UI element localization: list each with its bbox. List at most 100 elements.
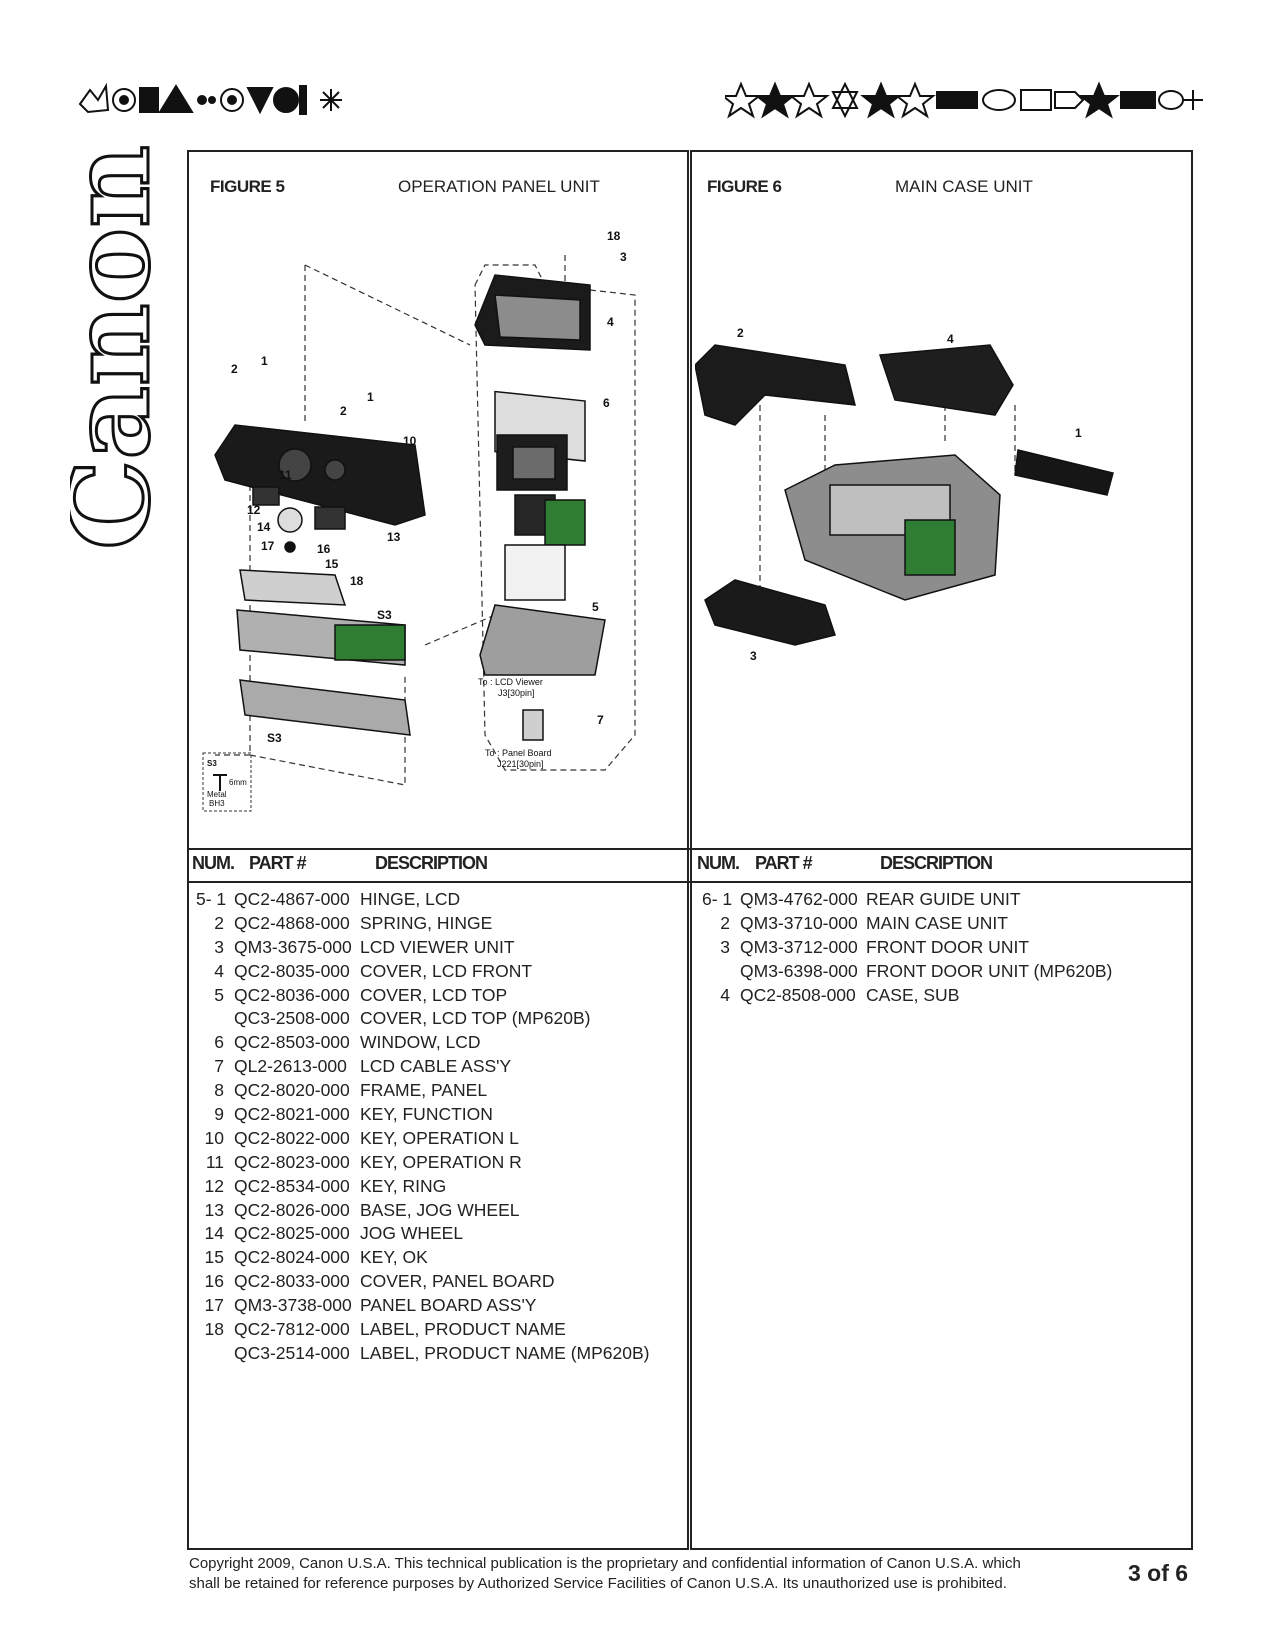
canon-logo-text: Canon (70, 145, 170, 550)
lcd-viewer-connector-note: J3[30pin] (498, 688, 535, 698)
part-number-index: 10 (204, 1127, 224, 1148)
canon-logo: Canon (70, 144, 170, 552)
part-number: QC2-8036-000 (234, 984, 350, 1005)
num-column-header: NUM. (697, 853, 740, 873)
part-description: COVER, LCD FRONT (360, 960, 533, 981)
part-number: QC2-8026-000 (234, 1199, 350, 1220)
description-column-header: DESCRIPTION (375, 853, 488, 873)
part-number: QC2-8022-000 (234, 1127, 350, 1148)
part-number: QC3-2514-000 (234, 1342, 350, 1363)
part-description: CASE, SUB (866, 984, 960, 1005)
table-row: 2 QC2-4868-000 SPRING, HINGE (196, 912, 649, 936)
main-case-exploded-diagram: 2 4 1 3 (695, 326, 1114, 663)
screw-size: 6mm (229, 778, 247, 787)
callout: 3 (620, 250, 627, 264)
callout: 10 (403, 434, 417, 448)
part-number: QL2-2613-000 (234, 1056, 347, 1077)
callout: 17 (261, 539, 275, 553)
part-description: LABEL, PRODUCT NAME (MP620B) (360, 1342, 650, 1363)
part-number-index: 9 (214, 1104, 224, 1125)
part-description: LCD VIEWER UNIT (360, 936, 515, 957)
part-number: QM3-4762-000 (740, 889, 858, 909)
callout: 3 (750, 649, 757, 663)
part-number: QC2-8033-000 (234, 1271, 350, 1292)
callout: S3 (267, 731, 282, 745)
copyright-line-1: Copyright 2009, Canon U.S.A. This techni… (189, 1555, 1021, 1572)
part-description: KEY, OPERATION L (360, 1127, 519, 1148)
part-number-index: 16 (204, 1271, 224, 1292)
part-number: QC2-8024-000 (234, 1247, 350, 1268)
part-description: COVER, PANEL BOARD (360, 1271, 555, 1292)
part-description: BASE, JOG WHEEL (360, 1199, 520, 1220)
callout: 2 (340, 404, 347, 418)
part-description: KEY, OPERATION R (360, 1151, 522, 1172)
callout: 16 (317, 542, 331, 556)
part-description: FRAME, PANEL (360, 1080, 488, 1101)
part-number: QC2-8025-000 (234, 1223, 350, 1244)
part-number-index: 6 (214, 1032, 224, 1053)
part-description: FRONT DOOR UNIT (866, 936, 1030, 957)
part-number-index: 12 (204, 1175, 224, 1196)
figure6-title: MAIN CASE UNIT (895, 177, 1033, 196)
screw-material: Metal (207, 790, 227, 799)
part-description: WINDOW, LCD (360, 1032, 481, 1053)
figure5-label: FIGURE 5 (210, 177, 285, 196)
part-description: SPRING, HINGE (360, 912, 493, 933)
callout: 14 (257, 520, 271, 534)
part-description: JOG WHEEL (360, 1223, 464, 1244)
page-number: 3 of 6 (1128, 1560, 1189, 1586)
part-number: QC2-8021-000 (234, 1104, 350, 1125)
callout: 15 (325, 557, 339, 571)
part-number: QC2-7812-000 (234, 1319, 350, 1340)
callout: 1 (367, 390, 374, 404)
part-number-index: 2 (214, 912, 224, 933)
part-number: QC2-8023-000 (234, 1151, 350, 1172)
part-number: QM3-6398-000 (740, 960, 858, 981)
panel-board-connector-note: J221[30pin] (497, 759, 544, 769)
part-number-index: 15 (204, 1247, 224, 1268)
part-number-index: 14 (204, 1223, 224, 1244)
table-row: QM3-6398-000 FRONT DOOR UNIT (MP620B) (702, 960, 1112, 984)
table-row: 10 QC2-8022-000 KEY, OPERATION L (196, 1127, 649, 1151)
part-description: KEY, FUNCTION (360, 1104, 493, 1125)
decorative-dingbat-row-icon (725, 81, 1203, 119)
screw-legend: S3 6mm Metal BH3 (202, 752, 252, 812)
callout: 18 (607, 229, 621, 243)
part-number: QC2-8508-000 (740, 984, 856, 1005)
part-description: KEY, RING (360, 1175, 447, 1196)
part-number-index (196, 1007, 234, 1031)
part-description: MAIN CASE UNIT (866, 912, 1008, 933)
part-description: KEY, OK (360, 1247, 428, 1268)
part-number: QM3-3738-000 (234, 1295, 352, 1316)
table-row: 16 QC2-8033-000 COVER, PANEL BOARD (196, 1270, 649, 1294)
callout: 7 (597, 713, 604, 727)
table-row: 6 QC2-8503-000 WINDOW, LCD (196, 1031, 649, 1055)
lcd-viewer-note: To : LCD Viewer (478, 677, 543, 687)
part-number: QC2-8035-000 (234, 960, 350, 981)
part-number: QC3-2508-000 (234, 1008, 350, 1029)
table-row: QC3-2514-000 LABEL, PRODUCT NAME (MP620B) (196, 1342, 649, 1366)
part-number: QC2-4868-000 (234, 912, 350, 933)
part-description: FRONT DOOR UNIT (MP620B) (866, 960, 1113, 981)
part-number-index (196, 1342, 234, 1366)
callout: S3 (377, 608, 392, 622)
column-divider (687, 150, 692, 1550)
part-number-index: 5 (214, 984, 224, 1005)
part-number-index: 13 (204, 1199, 224, 1220)
callout: 12 (247, 503, 261, 517)
callout: 2 (737, 326, 744, 340)
callout: 2 (231, 362, 238, 376)
part-number: QC2-8503-000 (234, 1032, 350, 1053)
part-number: QM3-3712-000 (740, 936, 858, 957)
part-description: COVER, LCD TOP (MP620B) (360, 1008, 591, 1029)
part-number-index: 4 (720, 984, 730, 1005)
